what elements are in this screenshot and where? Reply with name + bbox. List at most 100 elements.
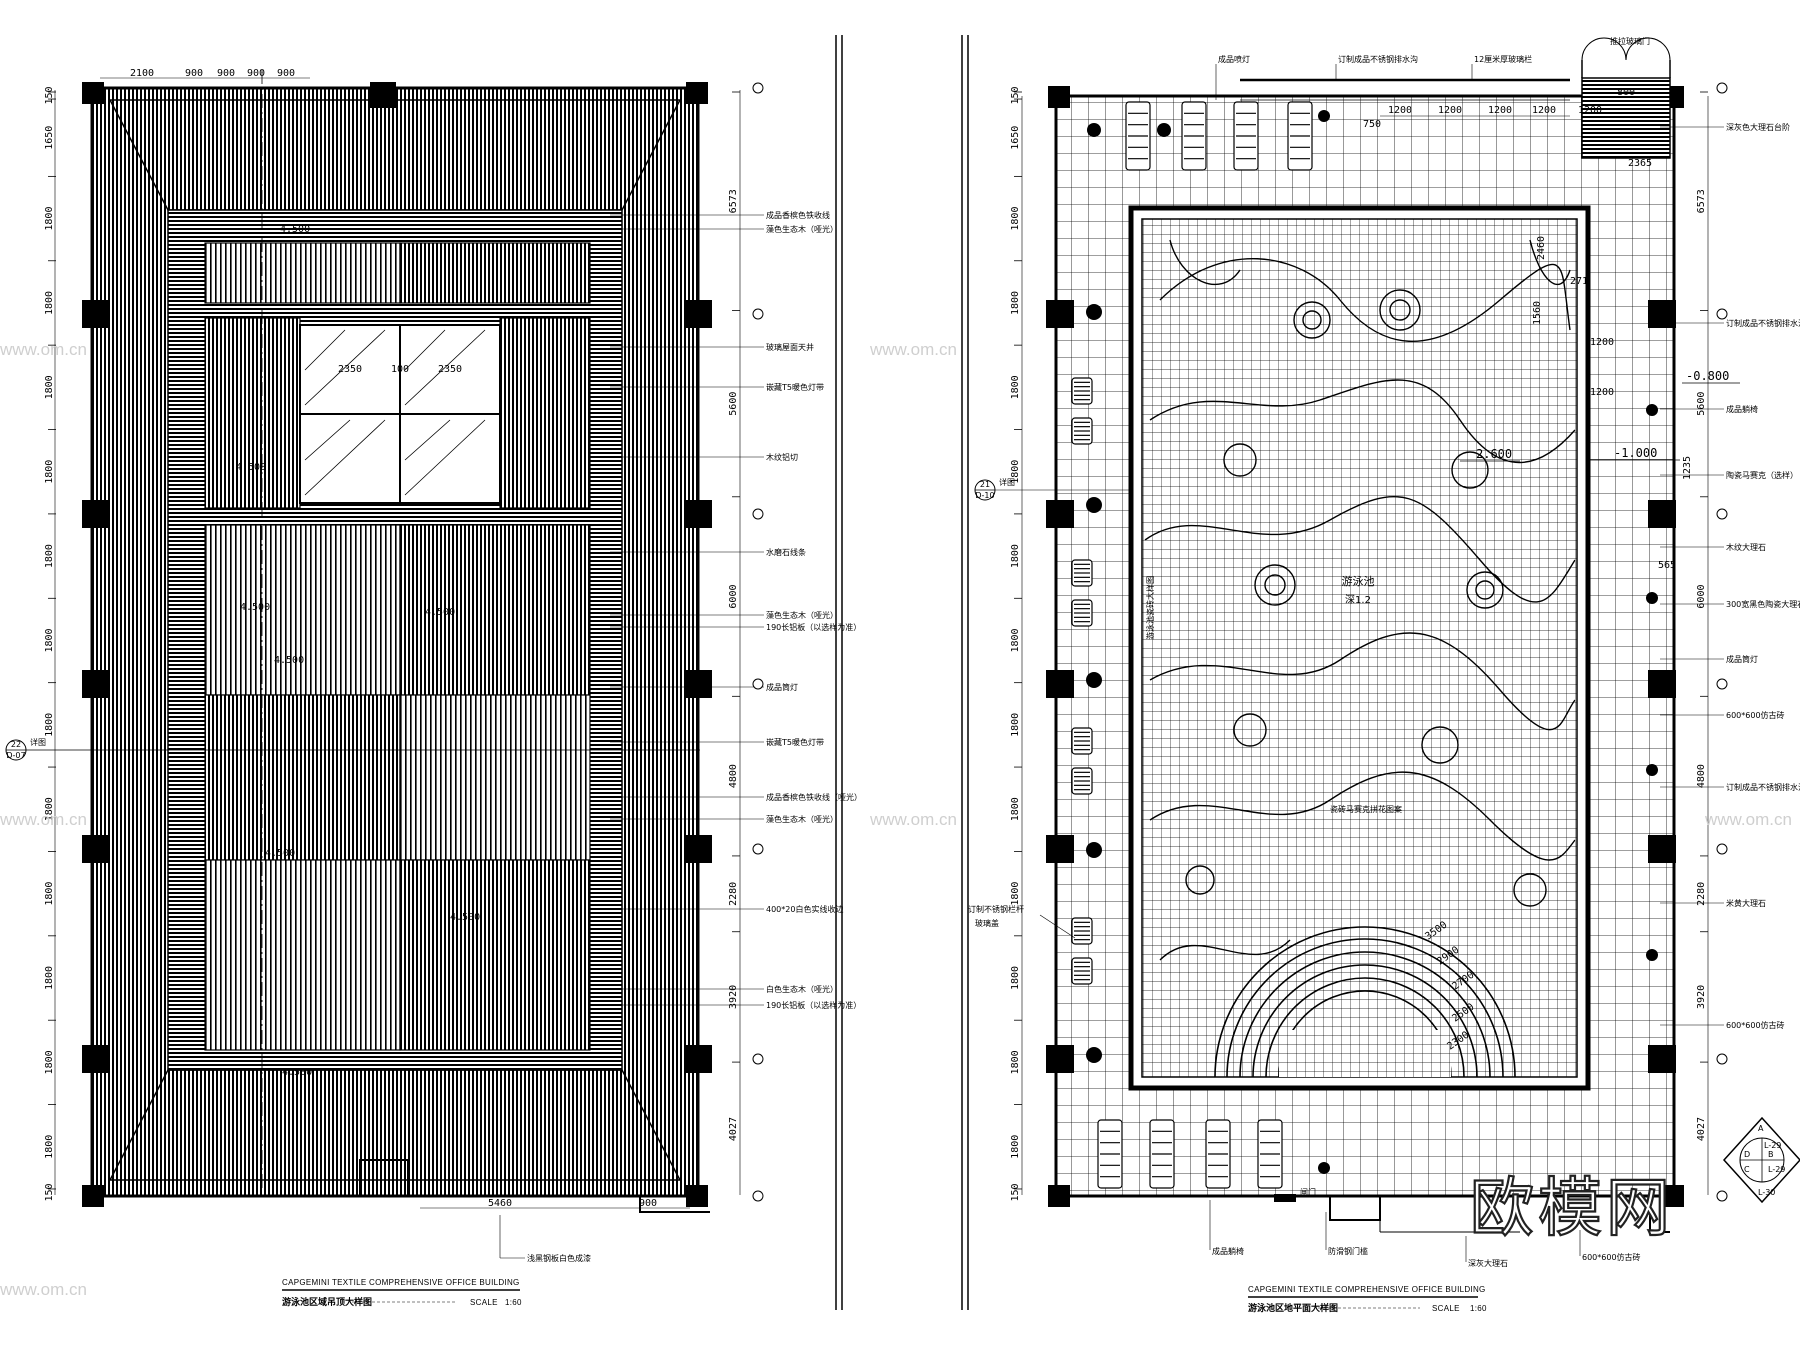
bottom-dim: 900 [639, 1198, 657, 1209]
watermark-site: www.om.cn [869, 340, 957, 359]
side-dim: 1800 [1010, 1135, 1021, 1159]
floor-note: 600*600仿古砖 [1726, 1020, 1785, 1030]
detail-ref-bottom: D-07 [6, 751, 25, 760]
pool-dim: 1235 [1682, 456, 1693, 480]
ceiling-panel [204, 859, 401, 1051]
detail-ref-top: 22 [11, 740, 21, 749]
side-dim: 1800 [1010, 207, 1021, 231]
side-dim: 4800 [728, 764, 739, 788]
ceiling-bottom-bevel [108, 1069, 682, 1181]
axis-bubble [752, 82, 764, 94]
title-cn: 游泳池区地平面大样图 [1248, 1302, 1338, 1314]
pool-depth: 深1.2 [1345, 594, 1371, 606]
side-dim: 1800 [1010, 291, 1021, 315]
axis-bubble [752, 1053, 764, 1065]
axis-bubble [1716, 843, 1728, 855]
floor-note: 深灰色大理石台阶 [1726, 122, 1790, 132]
side-dim: 1800 [44, 1135, 55, 1159]
top-dim: 1200 [1488, 105, 1512, 116]
side-dim: 1800 [44, 460, 55, 484]
side-dim: 1800 [44, 797, 55, 821]
ceiling-note: 白色生态木（哑光） [766, 984, 838, 994]
section-ref: L-29 [1764, 1141, 1781, 1150]
ceiling-note: 藻色生态木（哑光） [766, 814, 838, 824]
axis-bubble [752, 1190, 764, 1202]
side-dim: 2280 [728, 882, 739, 906]
pool-inner-note: 瓷砖马赛克拼花图案 [1330, 804, 1402, 814]
side-dim: 1800 [1010, 544, 1021, 568]
side-dim: 1800 [44, 966, 55, 990]
ceiling-note: 成品香槟色铁收线 [766, 210, 830, 220]
floor-note: 订制成品不锈钢排水沟 [1726, 782, 1800, 792]
ceiling-panel [204, 694, 401, 861]
watermark-logo: 欧模网 [1470, 1172, 1674, 1246]
side-dim: 1650 [1010, 126, 1021, 150]
top-dim: 900 [277, 68, 295, 79]
section-letter: B [1768, 1150, 1774, 1159]
watermark-site: www.om.cn [0, 340, 87, 359]
side-dim: 4800 [1696, 764, 1707, 788]
side-dim: 1800 [44, 291, 55, 315]
watermarks: www.om.cn www.om.cn www.om.cn www.om.cn … [0, 340, 1792, 1299]
floor-note: 成品躺椅 [1212, 1246, 1244, 1256]
floor-elevations: -0.800 -1.000 2.600 [1460, 369, 1740, 462]
ceiling-note: 木纹铝切 [766, 452, 798, 462]
section-letter: C [1744, 1165, 1750, 1174]
top-dim: 1200 [1532, 105, 1556, 116]
side-dim: 1800 [1010, 1050, 1021, 1074]
top-dim: 1200 [1438, 105, 1462, 116]
side-dim: 1800 [44, 713, 55, 737]
structural-columns [82, 82, 712, 1207]
axis-bubble [1716, 1053, 1728, 1065]
scale-value: 1:60 [1470, 1304, 1487, 1313]
stair [1581, 77, 1671, 159]
side-dim: 4027 [1696, 1117, 1707, 1141]
window-dim: 2350 [338, 364, 362, 375]
axis-bubble [752, 678, 764, 690]
side-dim: 6573 [728, 189, 739, 213]
watermark-site: www.om.cn [0, 1280, 87, 1299]
ceiling-elevation: 4.500 [450, 912, 480, 923]
side-dim: 1800 [44, 207, 55, 231]
top-dim: 900 [185, 68, 203, 79]
left-side-dimensions: 1501650180018001800180018001800180018001… [44, 86, 56, 1202]
scale-label: SCALE [470, 1298, 498, 1307]
side-dim: 5600 [1696, 392, 1707, 416]
ceiling-note: 190长铝板（以选样为准） [766, 622, 861, 632]
floor-note: 12厘米厚玻璃栏 [1474, 54, 1532, 64]
floor-note: 深灰大理石 [1468, 1258, 1508, 1268]
window-dim: 2350 [438, 364, 462, 375]
floor-note: 成品躺椅 [1726, 404, 1758, 414]
ceiling-note: 藻色生态木（哑光） [766, 224, 838, 234]
ceiling-elevation: 4.500 [240, 602, 270, 613]
side-dim: 1800 [1010, 375, 1021, 399]
ceiling-elevation: 4.500 [265, 848, 295, 859]
side-dim: 1800 [1010, 460, 1021, 484]
ceiling-panel [499, 317, 591, 509]
floor-note: 订制成品不锈钢排水沟 [1726, 318, 1800, 328]
ceiling-top-bevel [108, 99, 682, 211]
watermark-site: www.om.cn [0, 810, 87, 829]
section-callout: 21 D-10 详图 [974, 477, 1130, 501]
side-dim: 4027 [728, 1117, 739, 1141]
ceiling-panel [399, 859, 591, 1051]
pool-dim: 565 [1658, 560, 1676, 571]
side-dim: 3920 [728, 985, 739, 1009]
floor-note: 订制成品不锈钢排水沟 [1338, 54, 1418, 64]
elevation: -1.000 [1614, 446, 1657, 460]
scale-label: SCALE [1432, 1304, 1460, 1313]
side-dim: 1800 [1010, 628, 1021, 652]
side-dim: 1650 [44, 126, 55, 150]
ceiling-panel [399, 694, 591, 861]
axis-bubble [1716, 82, 1728, 94]
axis-bubble [1716, 1190, 1728, 1202]
side-dim: 1800 [44, 544, 55, 568]
side-dim: 3920 [1696, 985, 1707, 1009]
door-dim: 800 [1617, 87, 1635, 98]
ceiling-elevation: 4.500 [282, 1067, 312, 1078]
section-letter: D [1744, 1150, 1750, 1159]
ceiling-note: 成品筒灯 [766, 682, 798, 692]
